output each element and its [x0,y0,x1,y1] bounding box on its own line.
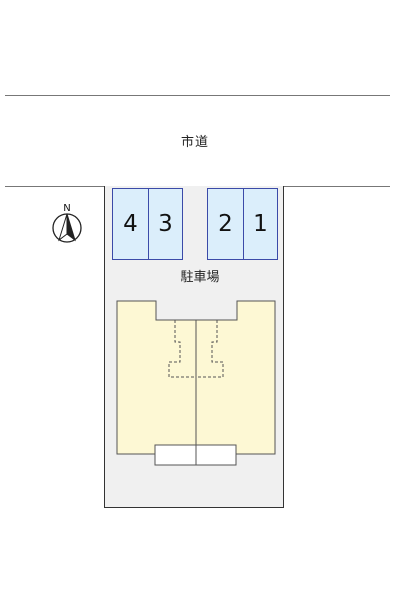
parking-space-number: 3 [158,211,173,237]
road-edge-north [5,95,390,96]
parking-space-number: 4 [123,211,138,237]
parking-space-number: 1 [253,211,268,237]
stair-outline-left [168,320,196,378]
parking-space-3: 3 [148,188,183,260]
parking-space-1: 1 [243,188,278,260]
compass-needle-black [66,213,76,242]
parking-label: 駐車場 [180,270,220,285]
road-label: 市道 [180,135,209,150]
parking-space-number: 2 [218,211,233,237]
north-arrow-icon: N [52,203,82,243]
stair-outline-right [196,320,224,378]
compass-label: N [63,203,70,214]
